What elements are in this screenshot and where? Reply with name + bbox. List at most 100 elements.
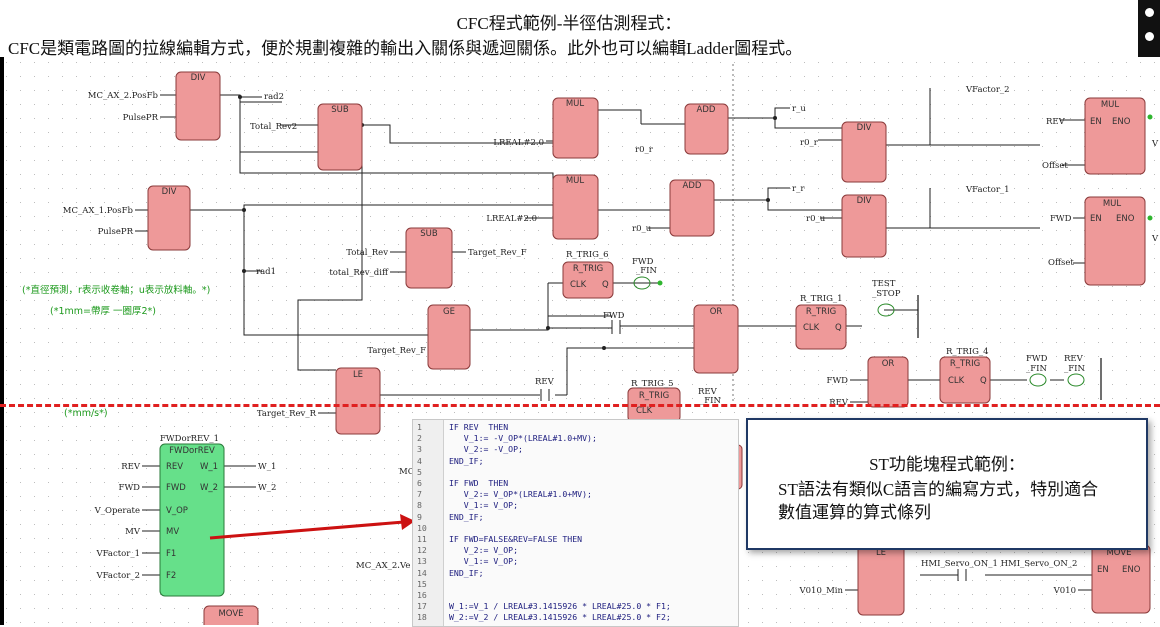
power-rails: [917, 295, 1102, 400]
header: CFC程式範例-半徑估測程式： CFC是類電路圖的拉線編輯方式，便於規劃複雜的輸…: [0, 0, 1138, 58]
block-title: R_TRIG: [806, 307, 836, 317]
var-label: MV: [125, 527, 141, 537]
code-line[interactable]: IF REV THEN: [449, 422, 509, 432]
code-line-number: 9: [417, 511, 422, 522]
var-label: MC_AX_1.PosFb: [63, 206, 134, 216]
block-mul-1[interactable]: MUL: [552, 97, 599, 159]
code-line-number: 11: [417, 534, 427, 544]
code-line[interactable]: V_1:= V_OP;: [449, 500, 519, 511]
var-label: REV: [535, 377, 555, 387]
block-add-1[interactable]: ADD: [684, 103, 729, 155]
block-div-1[interactable]: DIV: [175, 71, 221, 141]
code-line[interactable]: END_IF;: [449, 567, 484, 578]
clk-pin: CLK: [570, 280, 587, 290]
block-title: ADD: [697, 105, 716, 115]
block-move-1[interactable]: MOVE EN ENO: [1091, 544, 1151, 614]
code-line-number: 5: [417, 466, 422, 477]
var-label: R_TRIG_4: [946, 347, 989, 357]
pin-w2: W_2: [200, 483, 218, 493]
q-pin: Q: [835, 323, 842, 333]
block-r-trig-6[interactable]: R_TRIG CLK Q: [562, 261, 614, 299]
code-line[interactable]: V_2:= -V_OP;: [449, 444, 523, 455]
code-line[interactable]: V_1:= -V_OP*(LREAL#1.0+MV);: [449, 433, 597, 444]
code-line[interactable]: END_IF;: [449, 455, 484, 466]
code-line-number: 10: [417, 522, 427, 533]
code-line-number: 3: [417, 444, 422, 455]
block-or-1[interactable]: OR: [693, 304, 739, 374]
block-div-2[interactable]: DIV: [147, 185, 191, 251]
block-le-1[interactable]: LE: [335, 367, 381, 435]
block-ge[interactable]: GE: [427, 304, 471, 370]
block-r-trig-4[interactable]: R_TRIG CLK Q: [939, 356, 991, 404]
var-label: Target_Rev_R: [257, 409, 317, 419]
code-line-number: 2: [417, 433, 422, 444]
code-line[interactable]: W_2:=V_2 / LREAL#3.1415926 * LREAL#25.0 …: [449, 612, 671, 623]
st-callout-line2: 數值運算的算式條列: [778, 503, 931, 522]
code-line-number: 18: [417, 612, 427, 623]
code-line[interactable]: V_2:= V_OP;: [449, 545, 519, 556]
var-label: _FIN: [636, 266, 658, 276]
block-add-2[interactable]: ADD: [669, 179, 715, 237]
var-label: total_Rev_diff: [329, 268, 389, 278]
block-move-2[interactable]: MOVE: [203, 605, 259, 625]
block-r-trig-1[interactable]: R_TRIG CLK Q: [795, 304, 847, 350]
var-label: rad2: [264, 92, 284, 102]
eno-pin: ENO: [1112, 117, 1131, 127]
code-line[interactable]: IF FWD THEN: [449, 478, 509, 488]
block-sub-2[interactable]: SUB: [405, 227, 453, 289]
block-sub-1[interactable]: SUB: [317, 103, 363, 171]
block-title: MUL: [1101, 100, 1120, 110]
block-title: R_TRIG: [639, 391, 669, 401]
en-pin: EN: [1090, 117, 1102, 127]
var-label: FWD: [1050, 214, 1072, 224]
var-label: W_2: [258, 483, 276, 493]
signal-dots: [657, 114, 1153, 286]
var-label: PulsePR: [123, 113, 159, 123]
scroll-bar[interactable]: [1138, 0, 1160, 57]
code-line[interactable]: V_2:= V_OP*(LREAL#1.0+MV);: [449, 489, 592, 500]
code-line[interactable]: IF FWD=FALSE&REV=FALSE THEN: [449, 534, 583, 544]
page-subtitle: CFC是類電路圖的拉線編輯方式，便於規劃複雜的輸出入關係與遞迴關係。此外也可以編…: [8, 39, 803, 58]
code-line[interactable]: END_IF;: [449, 511, 484, 522]
block-title: MUL: [566, 176, 585, 186]
block-le-2[interactable]: LE: [857, 544, 905, 616]
var-label: Offset: [1048, 258, 1074, 268]
var-label: VFactor_1: [95, 549, 140, 559]
block-title: DIV: [857, 123, 872, 133]
block-or-2[interactable]: OR: [867, 356, 909, 408]
var-label: VFactor_2: [965, 85, 1010, 95]
code-line[interactable]: W_1:=V_1 / LREAL#3.1415926 * LREAL#25.0 …: [449, 601, 671, 612]
pin-v-op: V_OP: [166, 506, 188, 516]
code-line-number: 1: [417, 422, 422, 432]
var-label: r0_r: [635, 145, 654, 155]
var-label: Target_Rev_F: [367, 346, 426, 356]
pin-rev: REV: [166, 462, 183, 472]
pin-w1: W_1: [200, 462, 218, 472]
block-mul-4[interactable]: MUL EN ENO: [1084, 196, 1146, 286]
pin-fwd: FWD: [166, 483, 186, 493]
var-label: FWDorREV_1: [160, 434, 219, 444]
code-line-number: 15: [417, 578, 427, 589]
block-div-4[interactable]: DIV: [841, 194, 887, 258]
block-title: DIV: [162, 187, 177, 197]
var-label: r0_u: [632, 224, 652, 234]
code-line[interactable]: V_1:= V_OP;: [449, 556, 519, 567]
block-mul-2[interactable]: MUL: [552, 174, 599, 240]
var-label: r_r: [792, 184, 805, 194]
st-callout-line1: ST語法有類似C語言的編寫方式，特別適合: [778, 480, 1099, 499]
block-fwdorrev[interactable]: FWDorREV REV FWD V_OP MV F1 F2 W_1 W_2: [159, 443, 225, 597]
block-title: MUL: [1103, 199, 1122, 209]
var-label: FWD: [1026, 354, 1048, 364]
var-label: MC_AX_2.PosFb: [88, 91, 159, 101]
block-title: OR: [882, 359, 895, 369]
code-line-number: 6: [417, 478, 422, 488]
block-mul-3[interactable]: MUL EN ENO: [1084, 97, 1146, 175]
var-label: W_1: [258, 462, 276, 472]
block-div-3[interactable]: DIV: [841, 121, 887, 183]
var-label: V_Operate: [94, 506, 140, 516]
var-label: HMI_Servo_ON_1 HMI_Servo_ON_2: [921, 559, 1077, 569]
var-label: R_TRIG_6: [566, 250, 609, 260]
st-code-editor[interactable]: 1 IF REV THEN 2 V_1:= -V_OP*(LREAL#1.0+MV)…: [412, 419, 739, 627]
eno-pin: ENO: [1116, 214, 1135, 224]
var-label: MC: [399, 467, 414, 477]
